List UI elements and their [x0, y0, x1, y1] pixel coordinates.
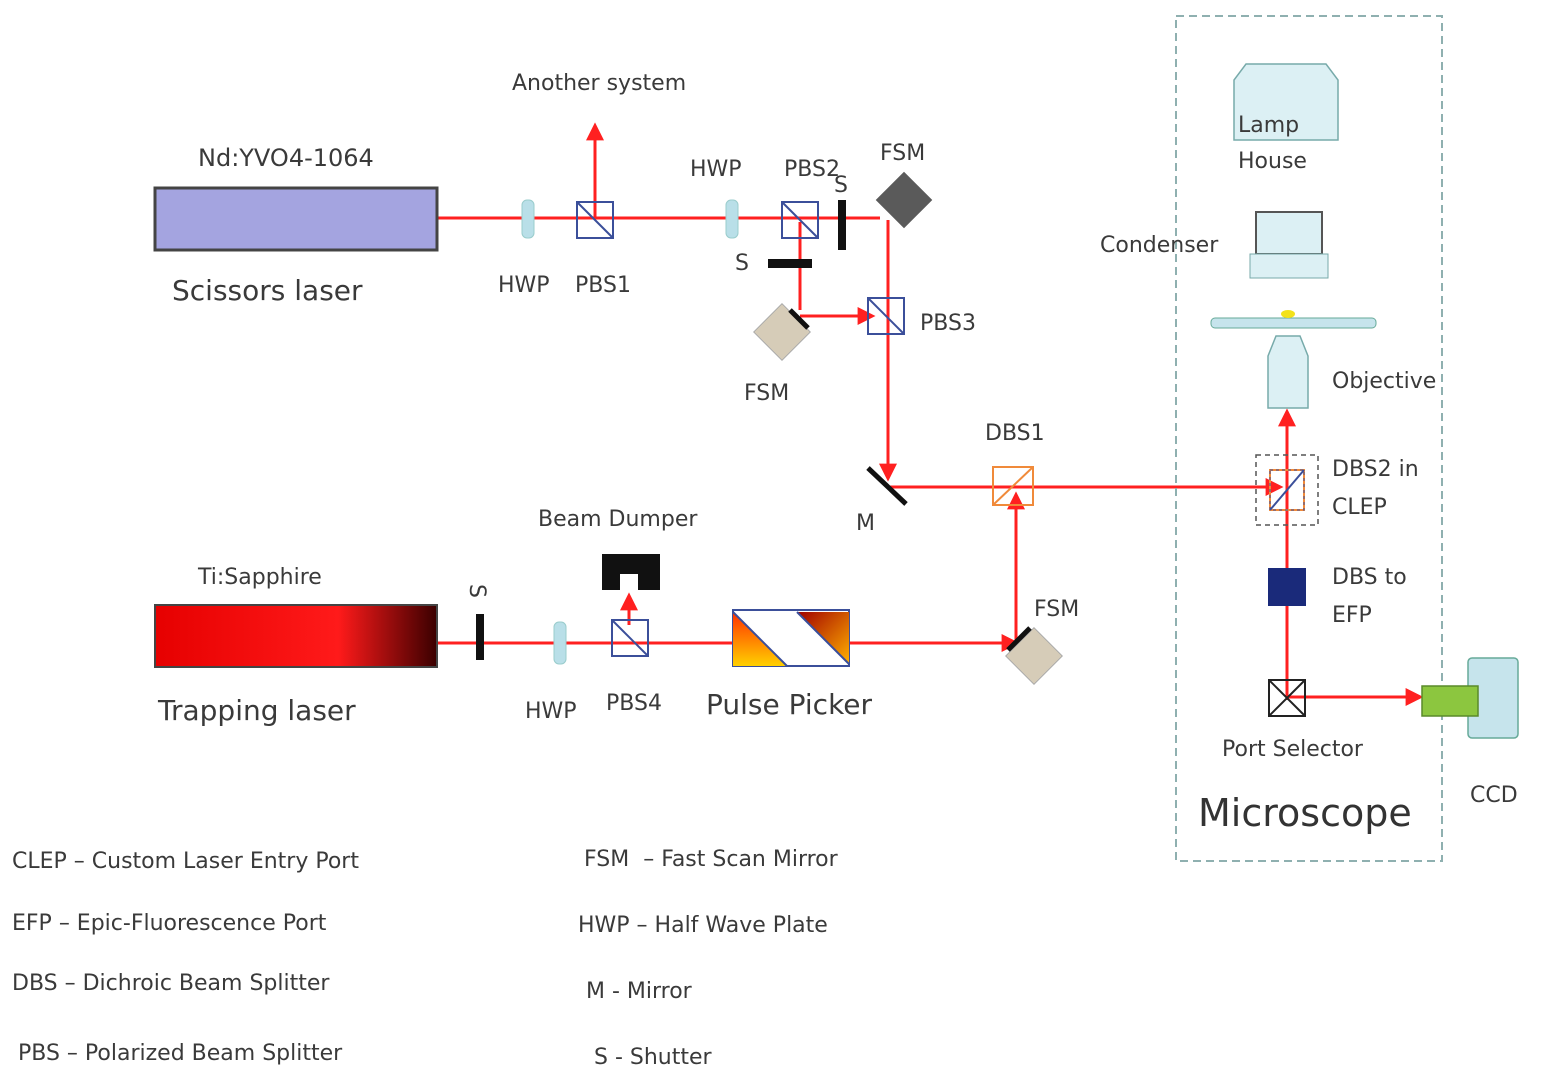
- lamp-house-shape: [1233, 63, 1339, 141]
- fsm-top-mirror: [875, 171, 933, 229]
- condenser-label: Condenser: [1100, 233, 1219, 258]
- pbs1-splitter: [576, 201, 614, 239]
- scissors-laser-body: [153, 186, 439, 252]
- sample-stage: [1210, 310, 1377, 329]
- legend: CLEP – Custom Laser Entry Port EFP – Epi…: [12, 847, 839, 1070]
- house-label: House: [1238, 149, 1307, 174]
- another-system-label: Another system: [512, 71, 686, 96]
- dbs1-label: DBS1: [985, 421, 1045, 446]
- fsm-bottom-label: FSM: [1034, 597, 1079, 622]
- trap-model-label: Ti:Sapphire: [197, 565, 322, 590]
- scissors-model-label: Nd:YVO4-1064: [198, 144, 374, 172]
- trapping-laser-body: [154, 604, 438, 668]
- objective-shape: [1267, 335, 1309, 409]
- dbs1-splitter: [992, 466, 1034, 506]
- objective-label: Objective: [1332, 369, 1436, 394]
- pbs1-label: PBS1: [575, 273, 631, 298]
- pbs3-splitter: [867, 297, 905, 335]
- hwp-label-3: HWP: [525, 699, 577, 724]
- scissors-name-label: Scissors laser: [172, 274, 363, 307]
- legend-right-item: M - Mirror: [586, 979, 693, 1004]
- shutter-trap: [476, 614, 484, 660]
- pbs2-label: PBS2: [784, 157, 840, 182]
- lamp-label: Lamp: [1238, 113, 1299, 138]
- shutter-trap-label: S: [464, 584, 489, 598]
- dbs2-label-line1: DBS2 in: [1332, 457, 1419, 482]
- legend-left-item: DBS – Dichroic Beam Splitter: [12, 971, 330, 996]
- dbs2-label-line2: CLEP: [1332, 495, 1387, 520]
- pbs2-splitter: [781, 201, 819, 239]
- pbs4-splitter: [611, 619, 649, 657]
- hwp-plate-3: [553, 621, 567, 665]
- fsm-mid-mirror: [753, 303, 811, 361]
- shutter-mid: [768, 259, 812, 268]
- pbs4-label: PBS4: [606, 691, 662, 716]
- dbs-efp-label-line1: DBS to: [1332, 565, 1407, 590]
- dbs2-splitter: [1255, 454, 1319, 526]
- fsm-mid-label: FSM: [744, 381, 789, 406]
- legend-right-item: FSM – Fast Scan Mirror: [584, 847, 839, 872]
- beam-dumper-block: [602, 554, 660, 590]
- port-selector-label: Port Selector: [1222, 737, 1364, 762]
- port-selector-box: [1268, 679, 1306, 717]
- shutter-mid-label: S: [735, 251, 749, 276]
- legend-right-item: HWP – Half Wave Plate: [578, 913, 828, 938]
- hwp-label-1: HWP: [498, 273, 550, 298]
- hwp-plate-1: [521, 199, 535, 239]
- shutter-top-label: S: [834, 173, 848, 198]
- legend-left-item: EFP – Epic-Fluorescence Port: [12, 911, 327, 936]
- fsm-top-label: FSM: [880, 141, 925, 166]
- microscope-label: Microscope: [1198, 791, 1412, 835]
- pulse-picker-label: Pulse Picker: [706, 688, 873, 721]
- shutter-top: [838, 200, 846, 250]
- ccd-label: CCD: [1470, 783, 1518, 808]
- m-label: M: [856, 511, 875, 536]
- pbs3-label: PBS3: [920, 311, 976, 336]
- legend-left-item: PBS – Polarized Beam Splitter: [18, 1041, 343, 1066]
- hwp-label-2: HWP: [690, 157, 742, 182]
- beam-paths: [437, 122, 1424, 706]
- legend-right-item: S - Shutter: [594, 1045, 713, 1070]
- beam-dumper-label: Beam Dumper: [538, 507, 698, 532]
- fsm-bottom-mirror: [1005, 626, 1063, 685]
- microscope-enclosure: [1175, 15, 1443, 862]
- legend-left-item: CLEP – Custom Laser Entry Port: [12, 849, 359, 874]
- ccd-camera: [1421, 657, 1519, 739]
- m-mirror: [866, 466, 908, 506]
- dbs-to-efp-block: [1268, 568, 1306, 606]
- condenser-shape: [1249, 211, 1329, 279]
- trap-name-label: Trapping laser: [157, 694, 356, 727]
- hwp-plate-2: [725, 199, 739, 239]
- dbs-efp-label-line2: EFP: [1332, 603, 1372, 628]
- pulse-picker-crystal: [732, 609, 850, 667]
